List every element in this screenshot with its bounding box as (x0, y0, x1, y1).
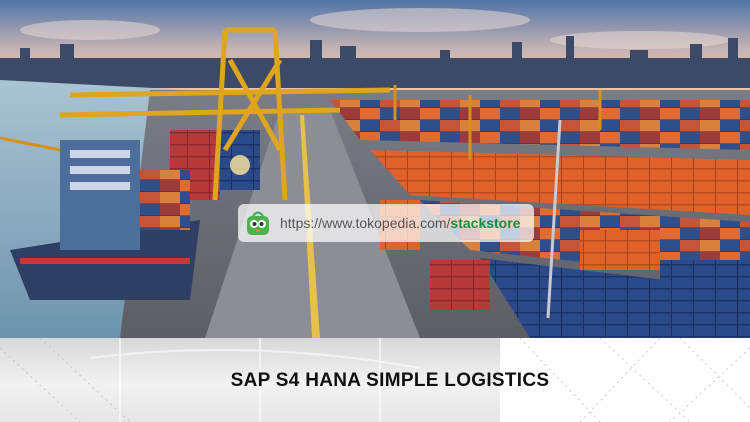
container-port-photo: https://www.tokopedia.com/stackstore (0, 0, 750, 338)
tokopedia-bag-icon (247, 211, 269, 235)
watermark-store: stackstore (450, 215, 521, 231)
title-banner: SAP S4 HANA SIMPLE LOGISTICS (0, 338, 750, 422)
banner-white-panel (500, 338, 750, 422)
course-title: SAP S4 HANA SIMPLE LOGISTICS (230, 370, 550, 391)
watermark-host: https://www.tokopedia.com/ (280, 215, 451, 231)
banner-gradient-panel (0, 338, 500, 422)
port-illustration (0, 0, 750, 338)
tokopedia-watermark: https://www.tokopedia.com/stackstore (238, 204, 534, 242)
banner-decoration (0, 338, 750, 422)
watermark-url: https://www.tokopedia.com/stackstore (280, 215, 520, 231)
